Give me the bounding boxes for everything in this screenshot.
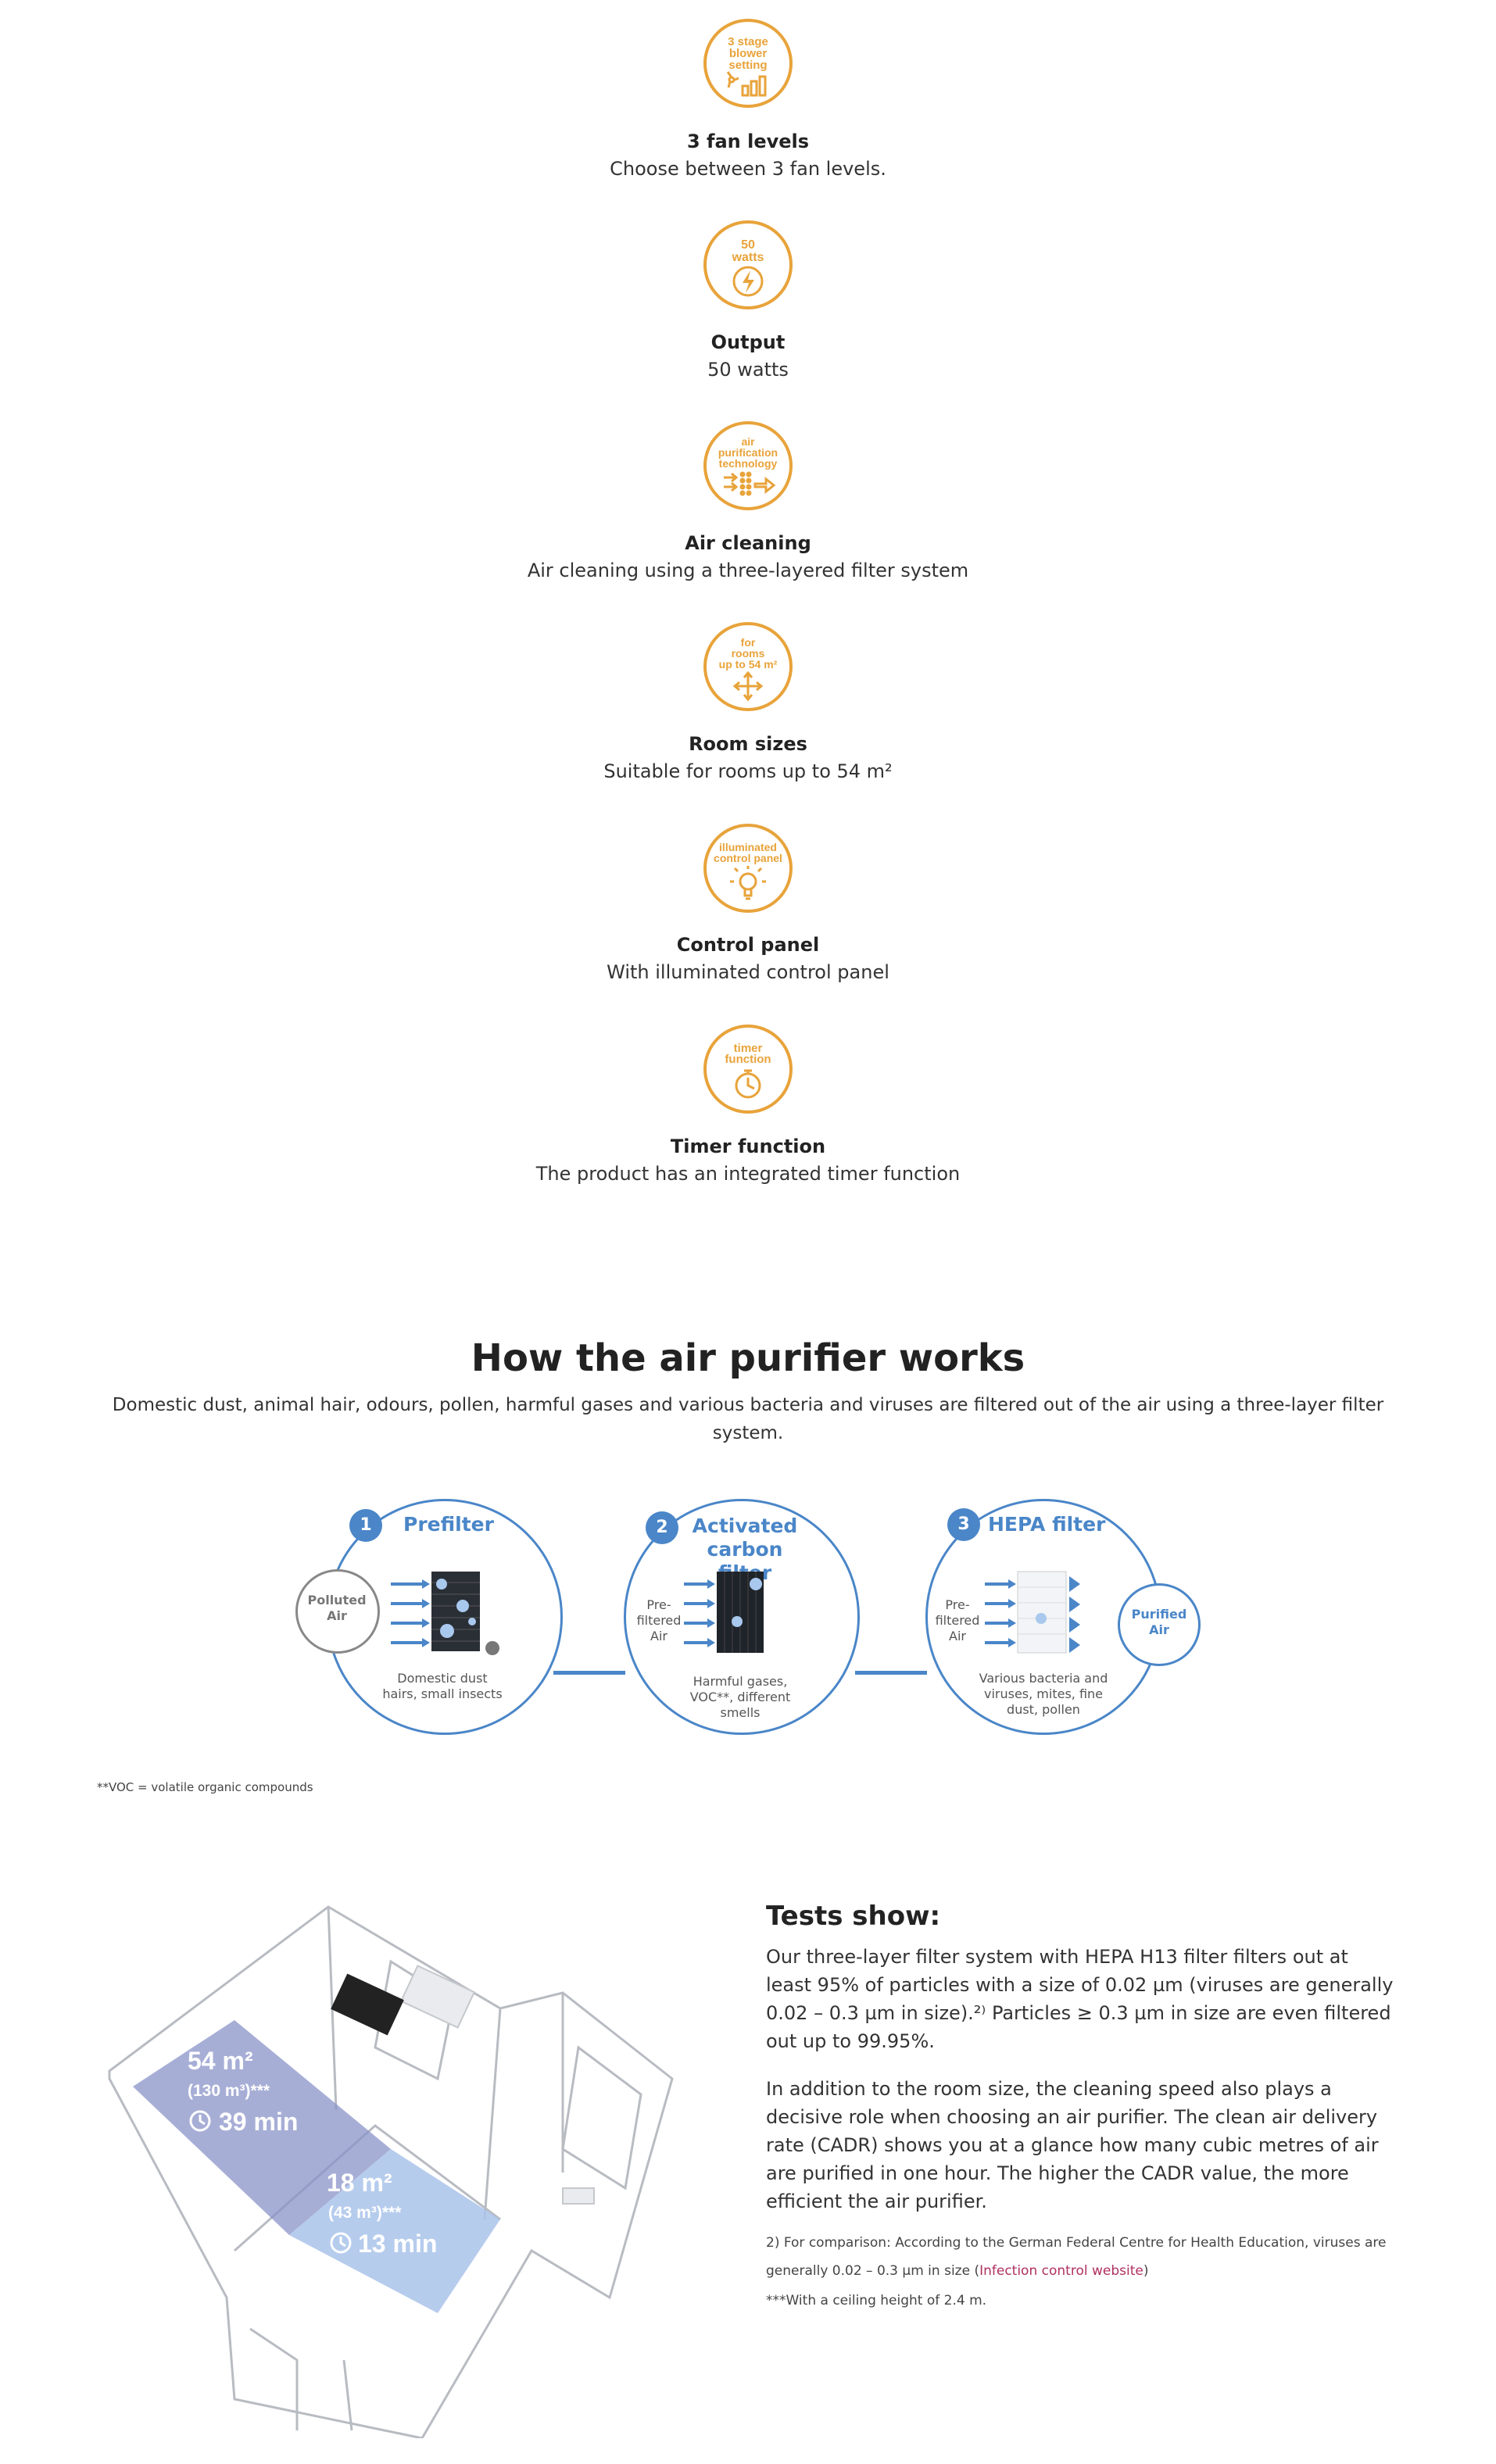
stage-number: 2 xyxy=(646,1511,678,1544)
power-icon: 50 watts xyxy=(703,220,793,309)
apartment-illustration: 54 m² (130 m³)*** 39 min 18 m² (43 m³)**… xyxy=(94,1891,688,2440)
svg-text:54 m²: 54 m² xyxy=(188,2047,253,2075)
infection-control-link[interactable]: Infection control website xyxy=(979,2263,1143,2279)
tests-paragraph-1: Our three-layer filter system with HEPA … xyxy=(766,1946,1394,2052)
stage-input: Pre-filtered Air xyxy=(636,1597,682,1643)
timer-icon: timer function xyxy=(703,1025,793,1114)
feature-title: Air cleaning xyxy=(685,532,811,554)
feature-desc: 50 watts xyxy=(707,359,789,381)
feature-desc: Air cleaning using a three-layered filte… xyxy=(527,560,969,581)
tests-footnote-2: 2) For comparison: According to the Germ… xyxy=(766,2229,1399,2285)
feature-title: Output xyxy=(710,331,786,353)
svg-text:13 min: 13 min xyxy=(358,2230,437,2258)
carbon-filter-graphic xyxy=(684,1572,764,1653)
svg-text:(43 m³)***: (43 m³)*** xyxy=(328,2204,402,2222)
prefilter-graphic xyxy=(391,1572,499,1655)
svg-text:(130 m³)***: (130 m³)*** xyxy=(188,2082,270,2100)
purified-air-label: Purified Air xyxy=(1131,1607,1187,1637)
svg-text:blower: blower xyxy=(729,47,768,60)
svg-text:control panel: control panel xyxy=(714,852,782,864)
voc-footnote: **VOC = volatile organic compounds xyxy=(97,1780,313,1794)
feature-title: Timer function xyxy=(670,1135,826,1157)
svg-text:50: 50 xyxy=(741,238,755,252)
svg-text:setting: setting xyxy=(728,59,767,72)
feature-title: Control panel xyxy=(676,934,820,956)
svg-text:3 stage: 3 stage xyxy=(728,35,768,48)
floorplan-graphic: 54 m² (130 m³)*** 39 min 18 m² (43 m³)**… xyxy=(108,1905,674,2440)
feature-desc: The product has an integrated timer func… xyxy=(535,1163,961,1185)
polluted-air-label: Polluted Air xyxy=(307,1593,367,1623)
stage-input: Pre-filtered Air xyxy=(935,1597,980,1643)
stage-title: HEPA filter xyxy=(988,1513,1106,1536)
svg-text:illuminated: illuminated xyxy=(719,841,777,853)
svg-text:air: air xyxy=(741,435,755,448)
stage-number: 1 xyxy=(349,1509,382,1542)
svg-text:timer: timer xyxy=(734,1042,763,1055)
stage-result: Domestic dust hairs, small insects xyxy=(382,1671,503,1701)
footnote-close: ) xyxy=(1143,2263,1149,2279)
room-size-icon: for rooms up to 54 m² xyxy=(703,622,793,711)
stage-number: 3 xyxy=(947,1508,980,1541)
feature-desc: With illuminated control panel xyxy=(607,961,889,983)
svg-text:for: for xyxy=(741,636,756,649)
lightbulb-icon: illuminated control panel xyxy=(703,824,793,913)
svg-text:purification: purification xyxy=(718,446,778,459)
section-heading-how: How the air purifier works xyxy=(471,1336,1025,1380)
feature-desc: Suitable for rooms up to 54 m² xyxy=(603,760,893,782)
polluted-air-circle xyxy=(295,1569,380,1654)
svg-text:technology: technology xyxy=(719,457,778,470)
purified-air-circle xyxy=(1118,1583,1201,1666)
feature-title: Room sizes xyxy=(689,733,807,755)
stage-title: Prefilter xyxy=(403,1513,494,1536)
tests-paragraph-2: In addition to the room size, the cleani… xyxy=(766,2078,1379,2212)
blower-setting-icon: 3 stage blower setting xyxy=(703,19,793,108)
svg-text:up to 54 m²: up to 54 m² xyxy=(719,658,778,671)
section-intro-how: Domestic dust, animal hair, odours, poll… xyxy=(112,1395,1384,1443)
connector-line xyxy=(553,1671,625,1675)
feature-title: 3 fan levels xyxy=(686,131,810,152)
tests-heading: Tests show: xyxy=(766,1901,941,1932)
footnote-text: 2) For comparison: According to the Germ… xyxy=(766,2235,1387,2279)
svg-text:rooms: rooms xyxy=(732,647,765,660)
svg-text:watts: watts xyxy=(732,251,764,264)
air-purification-icon: air purification technology xyxy=(703,421,793,510)
svg-text:39 min: 39 min xyxy=(219,2108,298,2136)
hepa-filter-graphic xyxy=(985,1571,1080,1654)
connector-line xyxy=(855,1671,927,1675)
ceiling-footnote: ***With a ceiling height of 2.4 m. xyxy=(766,2293,987,2308)
stage-result: Various bacteria and viruses, mites, fin… xyxy=(979,1671,1108,1717)
svg-text:function: function xyxy=(725,1053,771,1066)
feature-desc: Choose between 3 fan levels. xyxy=(610,158,886,180)
stage-result: Harmful gases, VOC**, different smells xyxy=(689,1674,791,1720)
svg-text:18 m²: 18 m² xyxy=(327,2169,392,2197)
